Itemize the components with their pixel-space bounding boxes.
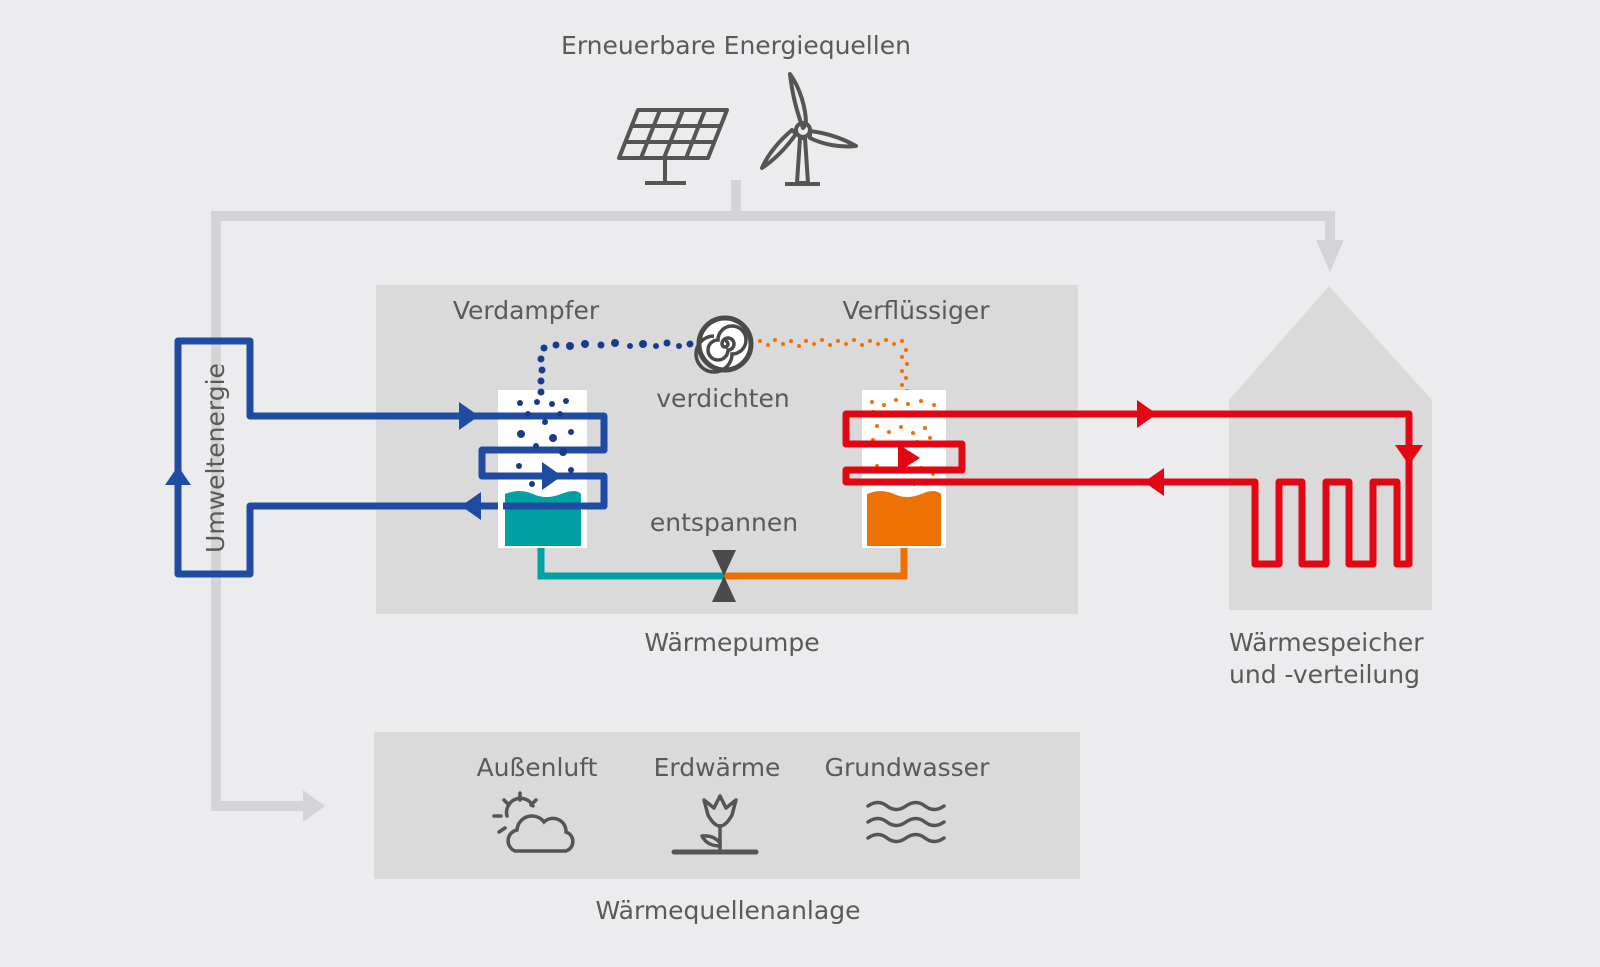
source-plant-label: Wärmequellenanlage	[596, 896, 861, 925]
ambient-arrow-out	[461, 492, 481, 520]
tulip-icon	[671, 794, 759, 855]
supply-arrow-house	[1316, 240, 1344, 272]
renewables-title: Erneuerbare Energiequellen	[561, 31, 911, 60]
energy-supply-lines	[211, 180, 1335, 811]
liquid-line-orange	[724, 548, 908, 580]
solar-panel-icon	[617, 108, 729, 185]
heating-arrow-out	[1137, 400, 1157, 428]
source-label-geothermal: Erdwärme	[654, 753, 781, 782]
evaporator-label: Verdampfer	[453, 296, 600, 325]
evaporator-liquid	[505, 491, 581, 546]
source-label-outdoor-air: Außenluft	[477, 753, 598, 782]
storage-label-line1: Wärmespeicher	[1229, 628, 1424, 657]
suction-line-dots	[537, 339, 694, 396]
liquid-line-teal	[537, 548, 724, 580]
condenser-coil-arrow	[898, 444, 920, 472]
ambient-energy-label: Umweltenergie	[201, 363, 230, 553]
evaporator-coil	[468, 412, 608, 510]
source-label-groundwater: Grundwasser	[825, 753, 990, 782]
evaporator-bubbles	[516, 398, 574, 487]
condenser-label: Verflüssiger	[843, 296, 991, 325]
compress-label: verdichten	[656, 384, 789, 413]
expand-label: entspannen	[650, 508, 798, 537]
wind-turbine-icon	[760, 72, 858, 186]
evaporator-coil-arrow	[542, 462, 562, 490]
heating-arrow-return	[1144, 468, 1164, 496]
storage-label-line2: und -verteilung	[1229, 660, 1420, 689]
compressor-spiral-icon	[694, 315, 754, 374]
sun-cloud-icon	[492, 791, 575, 853]
condenser-liquid	[867, 491, 941, 546]
heating-arrow-down	[1395, 445, 1423, 465]
supply-arrow-sources	[303, 790, 325, 822]
water-waves-icon	[866, 800, 946, 844]
heating-loop-pipe	[842, 410, 1413, 568]
expansion-valve-icon	[712, 550, 736, 602]
ambient-loop-pipe	[174, 337, 503, 578]
heat-pump-label: Wärmepumpe	[644, 628, 819, 657]
ambient-up-arrow	[165, 466, 191, 485]
